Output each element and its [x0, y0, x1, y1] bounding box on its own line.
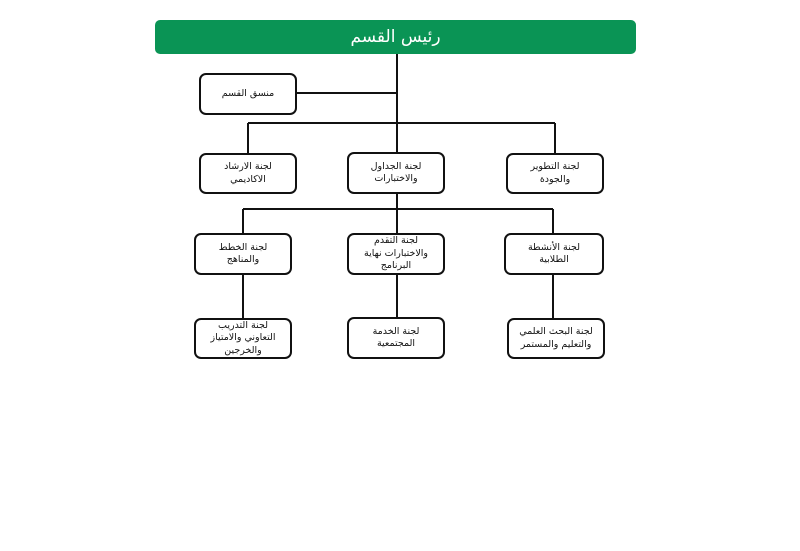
student-activities-node: لجنة الأنشطة الطلابية — [504, 233, 604, 275]
academic-advising-node: لجنة الارشاد الاكاديمي — [199, 153, 297, 194]
research-continuing-ed-node: لجنة البحث العلمي والتعليم والمستمر — [507, 318, 605, 359]
development-quality-node: لجنة التطوير والجودة — [506, 153, 604, 194]
progress-exit-exams-node: لجنة التقدم والاختبارات نهاية البرنامج — [347, 233, 445, 275]
coordinator-node: منسق القسم — [199, 73, 297, 115]
community-service-node: لجنة الخدمة المجتمعية — [347, 317, 445, 359]
coop-training-alumni-node: لجنة التدريب التعاوني والامتياز والخرجين — [194, 318, 292, 359]
plans-curricula-node: لجنة الخطط والمناهج — [194, 233, 292, 275]
department-head-node: رئيس القسم — [155, 20, 636, 54]
schedules-exams-node: لجنة الجداول والاختبارات — [347, 152, 445, 194]
